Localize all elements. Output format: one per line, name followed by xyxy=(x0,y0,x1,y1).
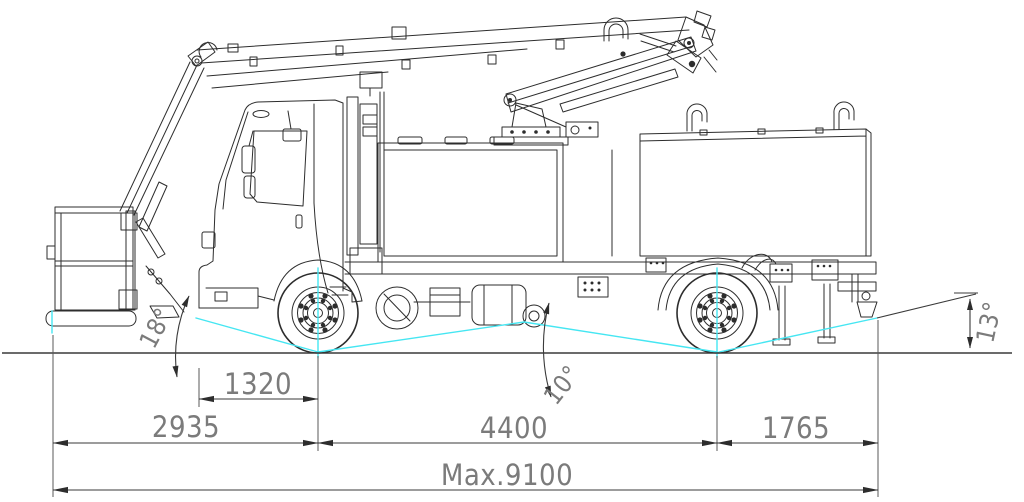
battery-box xyxy=(429,287,461,317)
aerial-platform-basket xyxy=(45,206,138,327)
cab xyxy=(198,99,363,309)
dim-label-rear-overhang: 1765 xyxy=(761,411,831,445)
rear-body-box xyxy=(611,101,872,257)
truck-line-art xyxy=(45,10,878,354)
boom-head xyxy=(666,10,718,74)
rear-stabilizers-hitch xyxy=(741,253,878,346)
main-boom xyxy=(196,16,690,97)
fuel-tank xyxy=(471,284,546,328)
approach-line xyxy=(195,317,319,353)
lower-boom-arm xyxy=(119,61,205,232)
spare-wheel-drum xyxy=(375,286,419,330)
jib-boom xyxy=(503,33,697,128)
clearance-lines xyxy=(51,267,878,359)
chassis-frame xyxy=(344,257,877,303)
crane-pedestal xyxy=(493,102,599,146)
hose-loop xyxy=(603,17,629,42)
boom-elbow-joint xyxy=(187,41,218,67)
dimension-system xyxy=(52,320,879,497)
rear-mudguard xyxy=(657,257,779,311)
extension-lines xyxy=(52,320,879,497)
angle-annotations xyxy=(172,292,978,398)
dim-label-front-to-axle: 2935 xyxy=(151,410,221,444)
breakover-angle-arc xyxy=(542,302,552,398)
basket-linkage xyxy=(135,217,185,319)
ramp-breakover-line xyxy=(317,321,718,353)
approach-angle-arc xyxy=(172,295,190,378)
dim-label-overall-length: Max.9100 xyxy=(440,458,574,492)
mid-body-box xyxy=(377,136,564,263)
dim-label-wheelbase: 4400 xyxy=(479,411,549,445)
dim-label-front-overhang: 1320 xyxy=(223,367,293,401)
departure-line xyxy=(718,317,878,353)
departure-angle-extension xyxy=(876,293,977,319)
